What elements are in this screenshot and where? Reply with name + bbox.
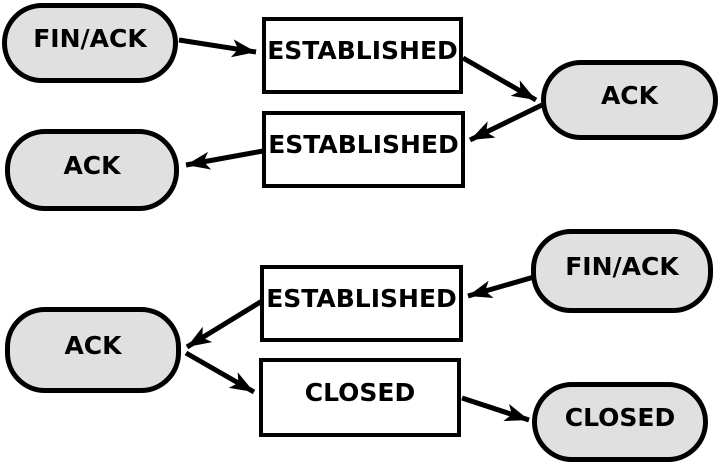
state-label: FIN/ACK [33, 23, 147, 53]
arrow-finack1-to-established1 [178, 37, 257, 58]
state-label: ACK [64, 330, 122, 360]
state-label: CLOSED [564, 402, 676, 432]
arrow-ack1-to-established2 [468, 102, 544, 143]
arrow-ack3-to-closedbox [184, 350, 256, 395]
state-label: ESTABLISHED [266, 284, 457, 313]
arrow-finack2-to-established3 [467, 274, 535, 299]
state-label: FIN/ACK [565, 251, 679, 281]
state-node-established-2: ESTABLISHED [262, 111, 465, 188]
state-label: ACK [63, 150, 121, 180]
state-label: ESTABLISHED [268, 130, 459, 159]
state-node-fin-ack-2: FIN/ACK [531, 229, 713, 313]
state-node-ack-2: ACK [5, 129, 179, 211]
state-label: ESTABLISHED [267, 36, 458, 65]
arrow-closedbox-to-closedpill [461, 395, 530, 423]
arrow-established2-to-ack2 [185, 148, 264, 170]
state-label: ACK [600, 80, 659, 110]
state-node-ack-3: ACK [5, 307, 181, 393]
state-node-established-1: ESTABLISHED [262, 17, 463, 94]
state-node-fin-ack-1: FIN/ACK [2, 3, 178, 83]
state-node-established-3: ESTABLISHED [260, 265, 463, 342]
state-node-closed-box: CLOSED [259, 358, 461, 437]
arrow-established1-to-ack1 [461, 55, 538, 103]
state-label: CLOSED [304, 378, 416, 407]
arrow-established3-to-ack3 [185, 298, 264, 350]
state-node-closed-pill: CLOSED [532, 382, 708, 462]
state-node-ack-1: ACK [541, 60, 718, 140]
